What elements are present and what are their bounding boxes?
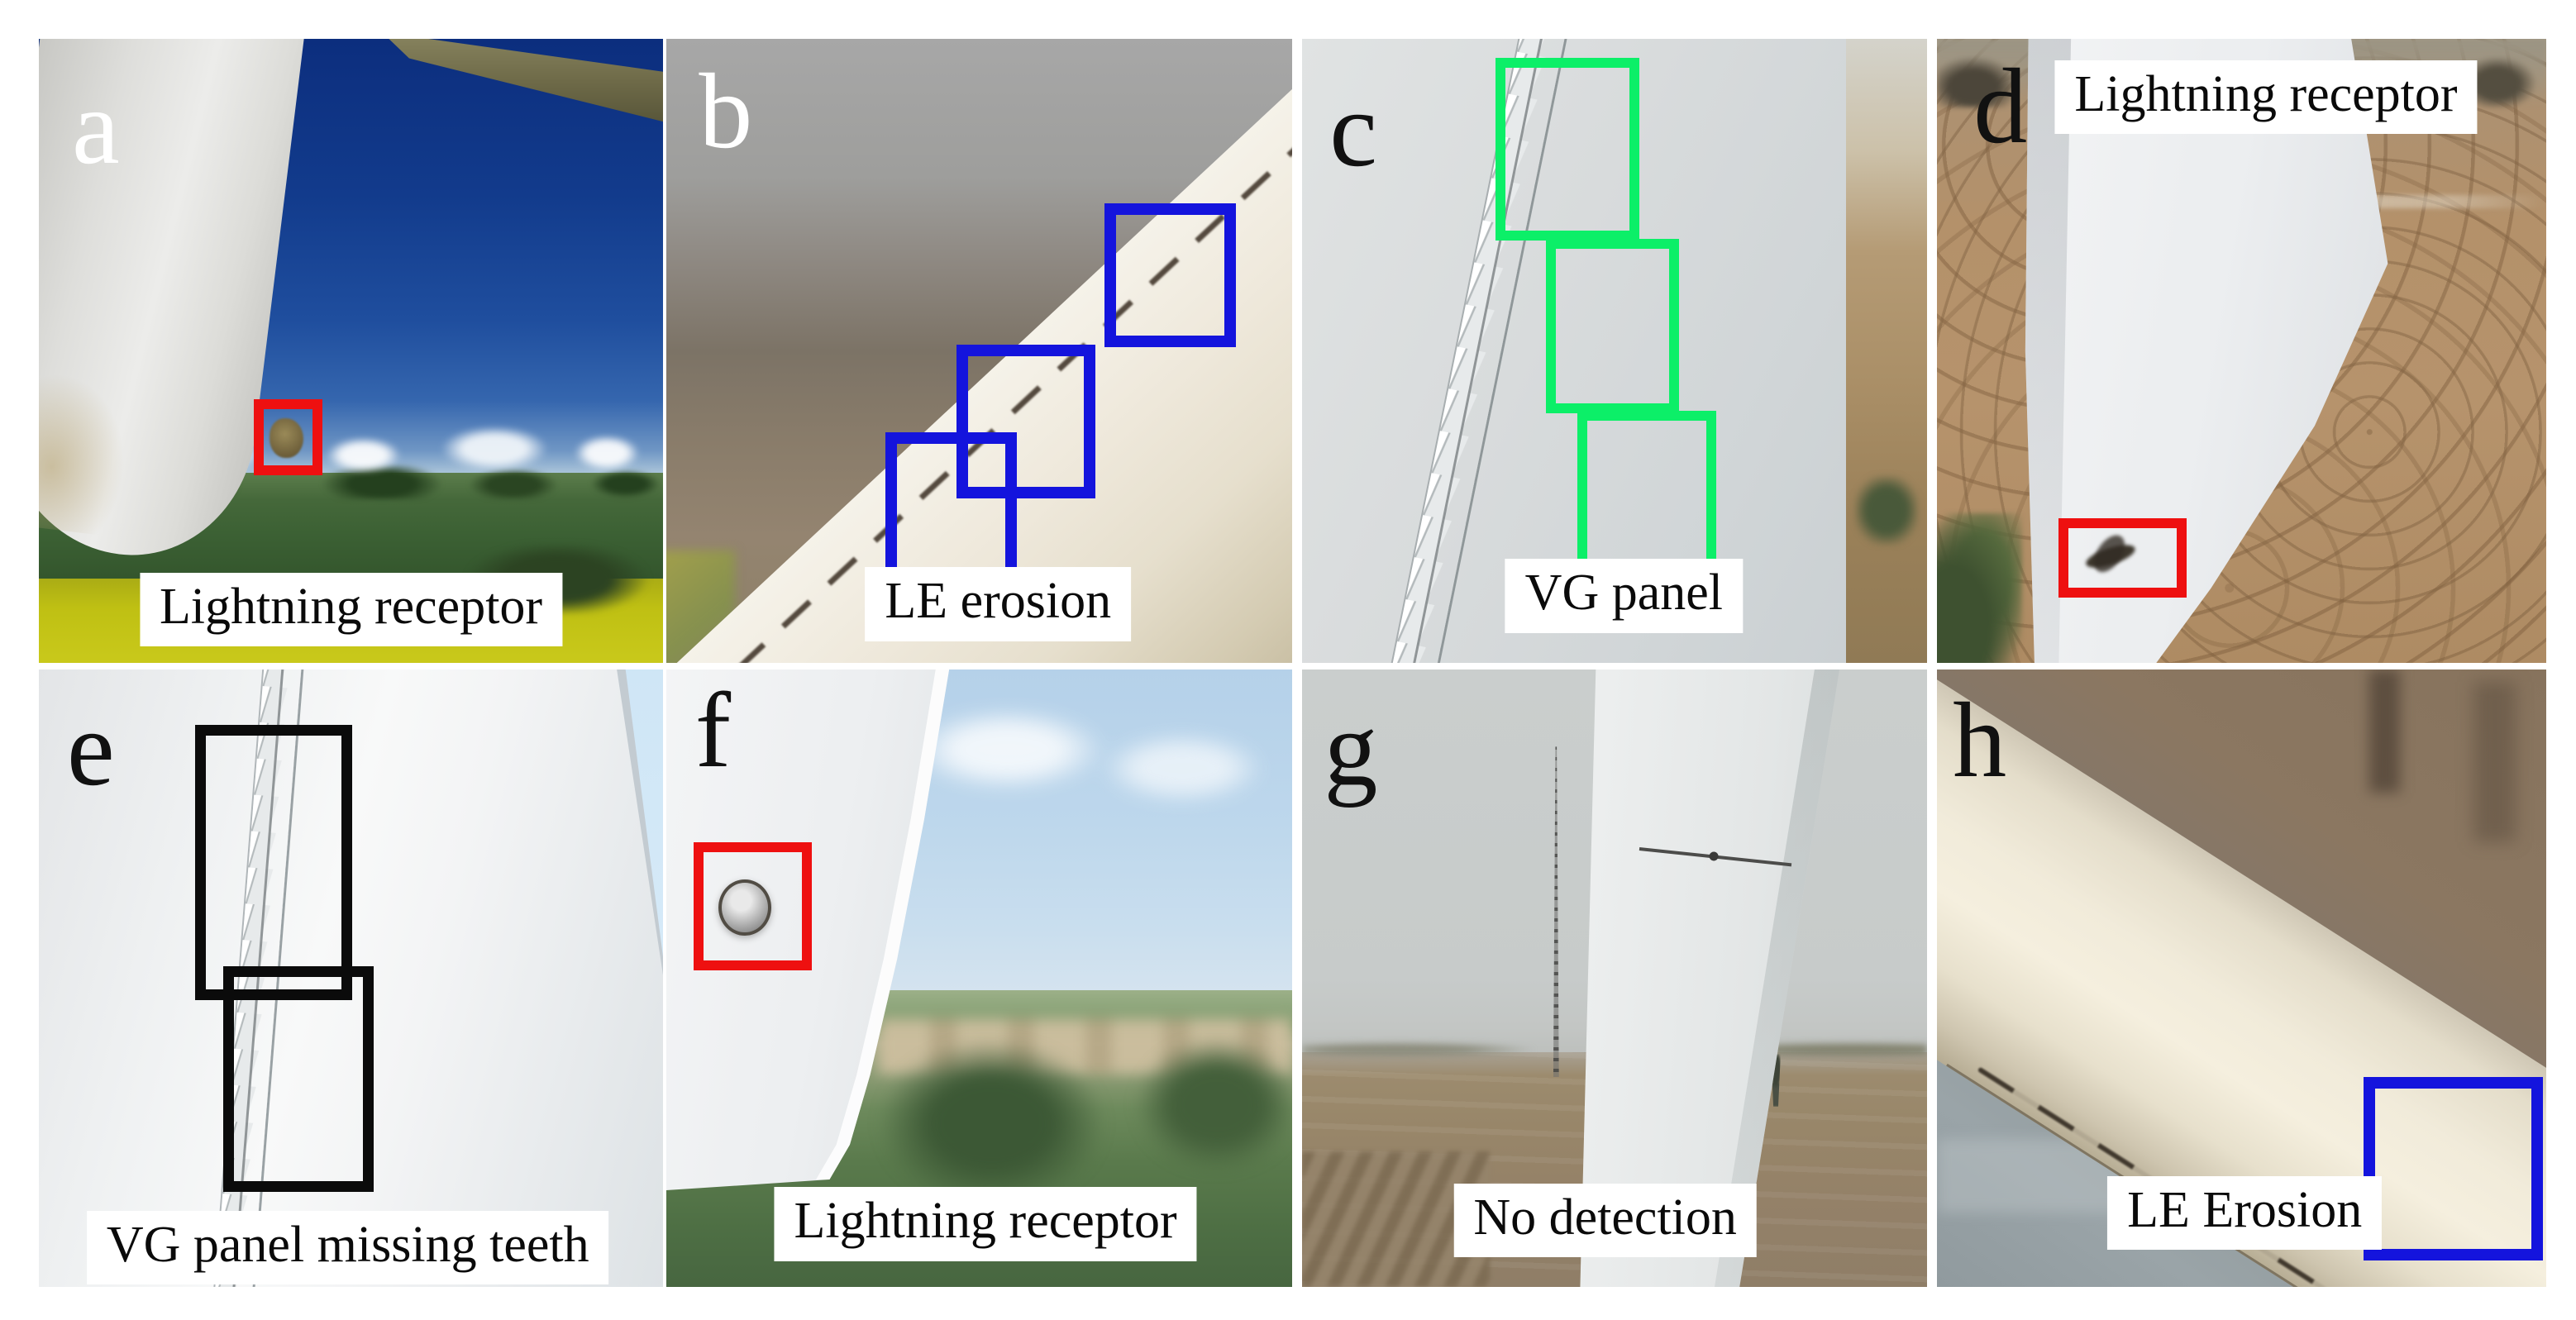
detection-label: Lightning receptor [2054, 60, 2478, 134]
panel-letter: e [66, 689, 115, 809]
panel-c: c VG panel [1302, 39, 1927, 663]
blade-surface [1302, 39, 1927, 663]
panel-e-boxes [39, 670, 663, 1287]
panel-letter: b [699, 51, 753, 171]
detection-box-le-erosion [1104, 203, 1236, 347]
panel-f: f Lightning receptor [666, 670, 1292, 1287]
panel-c-scene [1302, 39, 1927, 663]
panel-b: b LE erosion [666, 39, 1292, 663]
panel-a: a Lightning receptor [39, 39, 663, 663]
detection-box-lightning-receptor [694, 842, 813, 970]
met-mast-tower [1553, 746, 1559, 1078]
background-strip [1845, 39, 1927, 663]
detection-box-lightning-receptor [253, 399, 322, 476]
bush [1937, 512, 2023, 663]
detection-label: LE erosion [865, 567, 1132, 641]
panel-e: e VG panel missing teeth [39, 670, 663, 1287]
background-smudge [2369, 670, 2401, 793]
detection-box-vg-panel-missing-teeth [223, 965, 374, 1192]
bush [1855, 475, 1918, 545]
panel-h: h LE Erosion [1937, 670, 2546, 1287]
detection-box-le-erosion [2363, 1077, 2544, 1260]
small-tree [1771, 1054, 1781, 1107]
panel-letter: g [1324, 689, 1378, 809]
panel-d: d Lightning receptor [1937, 39, 2546, 663]
panel-g: g No detection [1302, 670, 1927, 1287]
background-smudge [2473, 681, 2516, 843]
panel-letter: f [694, 670, 732, 790]
detection-label: Lightning receptor [774, 1187, 1197, 1261]
panel-letter: a [72, 67, 120, 187]
detection-box-lightning-receptor [2058, 517, 2187, 598]
panel-d-boxes [1937, 39, 2546, 663]
panel-letter: c [1329, 70, 1377, 190]
detection-box-vg-panel [1496, 57, 1640, 241]
panel-letter: h [1953, 680, 2007, 800]
panel-f-boxes [666, 670, 1292, 1287]
detection-label: LE Erosion [2107, 1175, 2383, 1251]
panel-c-boxes [1302, 39, 1927, 663]
detection-box-vg-panel [1577, 410, 1717, 574]
lightning-receptor-disc [718, 879, 771, 936]
panel-h-boxes [1937, 670, 2546, 1287]
detection-box-le-erosion [956, 344, 1096, 498]
panel-d-scene [1937, 39, 2546, 663]
detection-label: VG panel missing teeth [86, 1210, 609, 1285]
panel-letter: d [1973, 47, 2028, 167]
detection-label: Lightning receptor [139, 573, 563, 647]
detection-box-vg-panel-missing-teeth [194, 725, 352, 1000]
lightning-receptor-mark [270, 418, 304, 459]
panel-a-boxes [39, 39, 663, 663]
detection-box-vg-panel [1545, 238, 1679, 413]
detection-label: No detection [1453, 1183, 1757, 1258]
detection-label: VG panel [1505, 559, 1743, 633]
